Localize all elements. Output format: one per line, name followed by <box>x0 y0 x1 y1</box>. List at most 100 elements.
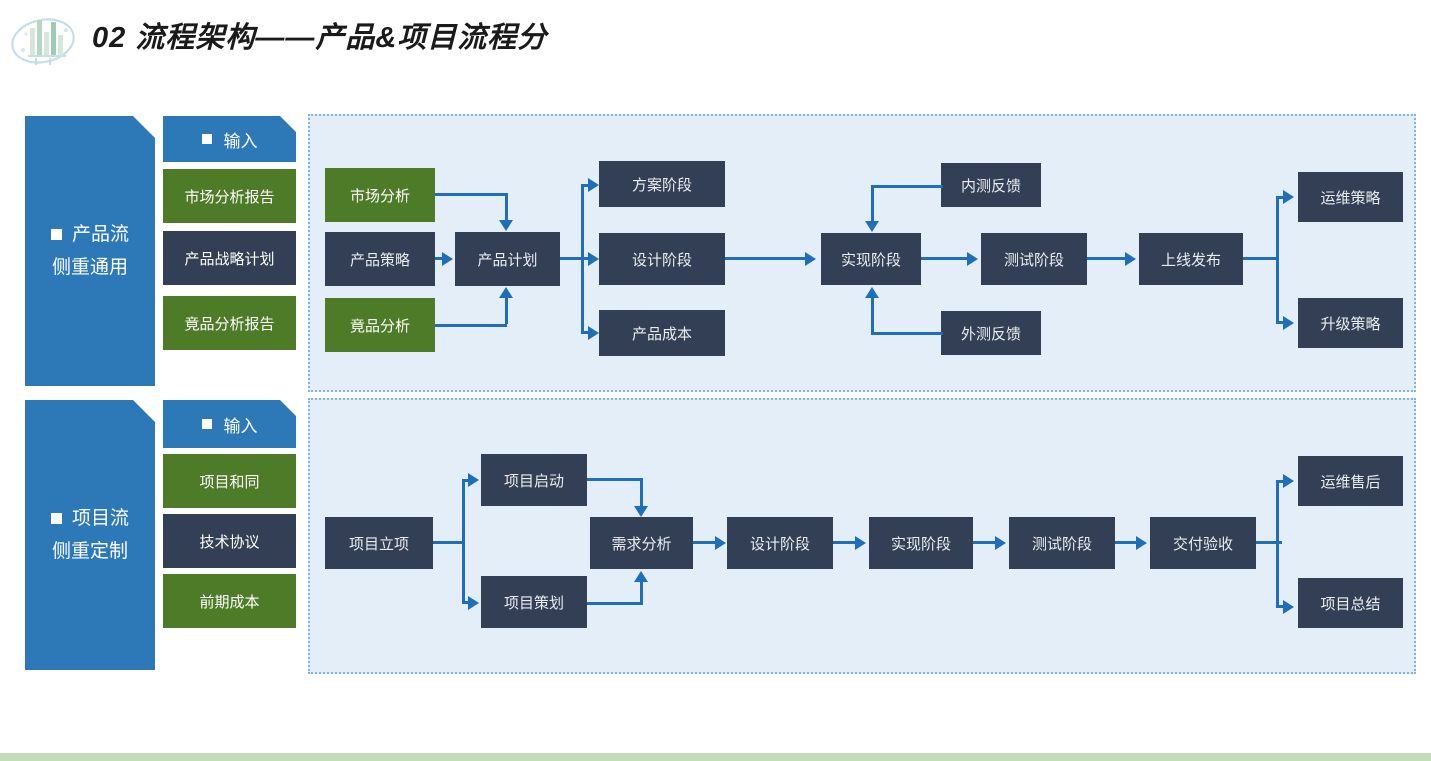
flow-node[interactable]: 项目立项 <box>325 517 433 569</box>
connector-line <box>871 332 943 335</box>
connector-line <box>871 185 874 221</box>
connector-arrow <box>715 536 726 550</box>
connector-arrow <box>1125 252 1136 266</box>
input-item[interactable]: 技术协议 <box>163 514 296 568</box>
input-item[interactable]: 项目和同 <box>163 454 296 508</box>
connector-line <box>581 331 591 334</box>
row-band-project: 项目流 侧重定制 <box>25 400 155 670</box>
connector-line <box>833 541 857 544</box>
connector-arrow <box>995 536 1006 550</box>
connector-line <box>1243 257 1279 260</box>
connector-line <box>581 257 591 260</box>
flow-node[interactable]: 实现阶段 <box>869 517 973 569</box>
input-header-label: 输入 <box>223 416 258 436</box>
input-item[interactable]: 竟品分析报告 <box>163 296 296 350</box>
flow-node[interactable]: 设计阶段 <box>727 517 833 569</box>
connector-line <box>505 298 508 324</box>
connector-arrow <box>468 596 479 610</box>
flow-node[interactable]: 产品策略 <box>325 232 435 286</box>
connector-arrow <box>499 287 513 298</box>
bullet-square-icon <box>51 229 62 240</box>
flow-node[interactable]: 设计阶段 <box>599 233 725 285</box>
page-title: 02 流程架构——产品&项目流程分 <box>92 22 548 54</box>
input-column-header-project: 输入 <box>163 400 296 448</box>
connector-arrow <box>1283 190 1294 204</box>
flow-node[interactable]: 运维售后 <box>1298 456 1403 506</box>
connector-arrow <box>967 252 978 266</box>
connector-arrow <box>865 221 879 232</box>
band-line-1: 产品流 <box>71 223 129 245</box>
brand-logo-icon <box>6 8 80 72</box>
input-header-label: 输入 <box>223 131 258 151</box>
connector-arrow <box>499 220 513 231</box>
connector-arrow <box>442 252 453 266</box>
connector-line <box>1276 480 1279 608</box>
connector-line <box>1276 196 1286 199</box>
connector-line <box>725 257 807 260</box>
connector-line <box>462 601 471 604</box>
connector-arrow <box>805 252 816 266</box>
connector-line <box>693 541 717 544</box>
bullet-square-icon <box>51 513 62 524</box>
flow-node[interactable]: 项目策划 <box>481 576 587 628</box>
input-item[interactable]: 市场分析报告 <box>163 169 296 223</box>
flow-node[interactable]: 测试阶段 <box>1009 517 1115 569</box>
connector-arrow <box>1283 316 1294 330</box>
flow-node[interactable]: 交付验收 <box>1150 517 1256 569</box>
flow-node[interactable]: 竟品分析 <box>325 298 435 352</box>
flow-node[interactable]: 上线发布 <box>1139 233 1243 285</box>
flow-node[interactable]: 升级策略 <box>1298 298 1403 348</box>
input-item[interactable]: 前期成本 <box>163 574 296 628</box>
connector-line <box>1256 541 1282 544</box>
connector-arrow <box>1283 600 1294 614</box>
connector-arrow <box>588 178 599 192</box>
connector-line <box>435 193 507 196</box>
input-item[interactable]: 产品战略计划 <box>163 231 296 285</box>
flow-node[interactable]: 外测反馈 <box>941 311 1041 355</box>
flow-node[interactable]: 内测反馈 <box>941 163 1041 207</box>
connector-line <box>871 297 874 332</box>
connector-line <box>433 541 465 544</box>
connector-arrow <box>865 287 879 298</box>
connector-arrow <box>634 506 648 517</box>
connector-line <box>560 257 584 260</box>
flow-node[interactable]: 项目总结 <box>1298 578 1403 628</box>
connector-line <box>640 581 643 602</box>
flow-node[interactable]: 项目启动 <box>481 454 587 506</box>
connector-line <box>871 185 943 188</box>
flow-node[interactable]: 市场分析 <box>325 168 435 222</box>
band-line-2: 侧重通用 <box>51 257 128 278</box>
input-column-header-product: 输入 <box>163 116 296 162</box>
connector-line <box>435 324 507 327</box>
connector-arrow <box>588 252 599 266</box>
row-band-product: 产品流 侧重通用 <box>25 116 155 386</box>
connector-line <box>587 602 643 605</box>
connector-arrow <box>634 571 648 582</box>
connector-arrow <box>588 326 599 340</box>
flow-node[interactable]: 测试阶段 <box>981 233 1087 285</box>
connector-arrow <box>1136 536 1147 550</box>
connector-line <box>1276 196 1279 324</box>
connector-line <box>1276 480 1286 483</box>
connector-line <box>1115 541 1138 544</box>
connector-line <box>921 257 969 260</box>
bullet-square-icon <box>202 134 212 144</box>
flow-node[interactable]: 实现阶段 <box>821 233 921 285</box>
band-line-1: 项目流 <box>71 507 129 529</box>
connector-line <box>587 478 643 481</box>
connector-line <box>462 479 471 482</box>
flow-node[interactable]: 方案阶段 <box>599 161 725 207</box>
connector-line <box>1276 605 1286 608</box>
connector-line <box>973 541 997 544</box>
connector-line <box>1276 321 1286 324</box>
flow-node[interactable]: 运维策略 <box>1298 172 1403 222</box>
bullet-square-icon <box>202 419 212 429</box>
bottom-accent-bar <box>0 753 1431 761</box>
connector-arrow <box>468 473 479 487</box>
connector-line <box>435 257 444 260</box>
connector-line <box>1087 257 1127 260</box>
flow-node[interactable]: 需求分析 <box>590 517 693 569</box>
flow-node[interactable]: 产品计划 <box>455 232 560 286</box>
flow-node[interactable]: 产品成本 <box>599 310 725 356</box>
connector-line <box>462 479 465 604</box>
